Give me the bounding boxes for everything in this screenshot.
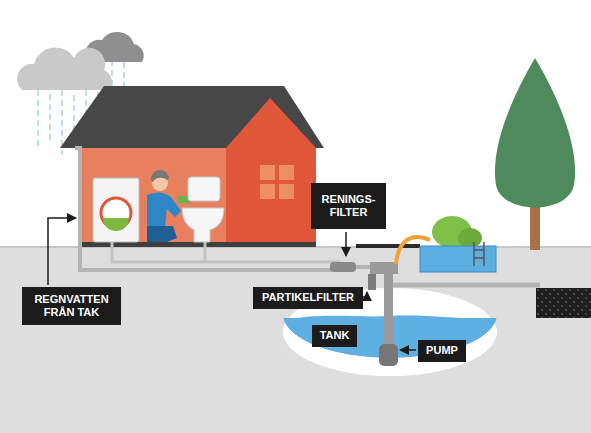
filter-label: RENINGS- FILTER [311, 183, 386, 229]
window [279, 184, 294, 199]
pump-label: PUMP [418, 340, 466, 362]
rain-streak [37, 90, 38, 150]
particle-filter-label: PARTIKELFILTER [253, 287, 363, 309]
pool-ladder [474, 242, 484, 266]
deck [356, 244, 420, 248]
label-text: TANK [320, 329, 350, 342]
toilet-pipe [204, 242, 207, 262]
house-wall [80, 145, 226, 245]
ground [0, 247, 591, 433]
label-text: RENINGS- FILTER [319, 193, 379, 219]
house-pipe [112, 242, 340, 262]
filter-housing [370, 262, 398, 274]
shirt [147, 192, 181, 227]
leader-arrow [48, 218, 76, 285]
pump-pipe [384, 270, 393, 350]
tree-crown [495, 58, 575, 208]
rain-streak [49, 94, 50, 140]
cistern [188, 177, 220, 201]
house-gable [226, 145, 316, 245]
ladder [474, 242, 484, 266]
hose [396, 237, 430, 264]
leader-arrow [345, 232, 347, 256]
gravel-bed [536, 288, 591, 318]
bush [458, 228, 482, 248]
leader-arrow [363, 292, 367, 297]
window [260, 165, 275, 180]
light-cloud [17, 48, 112, 90]
roof [60, 86, 324, 148]
window [260, 184, 275, 199]
drum-water [103, 218, 129, 231]
floor [80, 242, 316, 247]
rainwater-pipe [75, 148, 332, 270]
label-text: REGNVATTEN FRÅN TAK [30, 293, 114, 319]
windows [260, 165, 294, 199]
particle-filter [368, 274, 376, 290]
label-text: PUMP [426, 344, 458, 357]
toilet-bowl [182, 208, 224, 242]
pipe [356, 265, 370, 269]
leader-arrow [400, 349, 416, 351]
gable-top [226, 98, 316, 148]
tank-label: TANK [312, 325, 357, 347]
cleaning-filter [330, 262, 356, 272]
label-text: PARTIKELFILTER [262, 291, 354, 304]
window [279, 165, 294, 180]
washing-machine [93, 178, 139, 242]
trousers [147, 226, 177, 242]
rainwater-label: REGNVATTEN FRÅN TAK [22, 287, 121, 325]
overflow-pipe [392, 283, 540, 288]
pump [379, 344, 398, 366]
hair [151, 170, 169, 182]
